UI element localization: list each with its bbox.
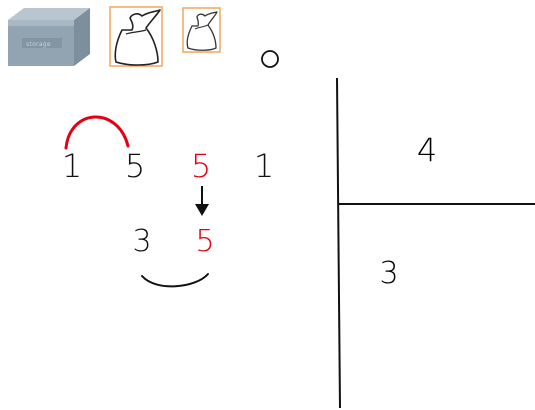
digit-3: 5	[191, 147, 211, 185]
quotient-digit: 4	[417, 131, 437, 169]
digit-2: 5	[125, 147, 145, 185]
svg-text:storage: storage	[26, 41, 51, 48]
second-row-digit-2: 5	[195, 224, 214, 259]
sack-icon	[109, 6, 163, 67]
storage-box-icon: storage	[8, 8, 90, 66]
grouping-arc	[64, 115, 130, 150]
remainder-digit: 3	[379, 256, 398, 291]
empty-circle-icon	[261, 50, 279, 68]
underline-arc	[141, 273, 209, 288]
sack-icon	[182, 7, 221, 53]
digit-4: 1	[254, 147, 274, 185]
division-vertical-line	[336, 77, 341, 409]
digit-1: 1	[62, 147, 82, 185]
second-row-digit-1: 3	[132, 224, 151, 259]
down-arrow-icon	[195, 186, 209, 216]
